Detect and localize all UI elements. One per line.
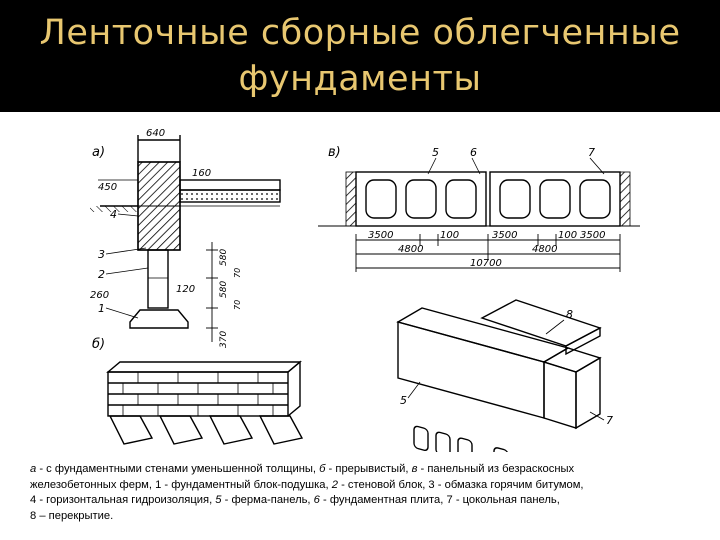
caption-text-3a: 4 - горизонтальная гидроизоляция,: [30, 494, 216, 506]
callout-4: 4: [110, 208, 117, 221]
callout-v-6: 6: [470, 146, 477, 159]
label-b: б): [92, 337, 105, 352]
callout-1: 1: [98, 302, 105, 315]
section-b: б): [92, 337, 304, 445]
title-band: Ленточные сборные облегченные фундаменты: [0, 0, 720, 112]
dim-370: 370: [219, 331, 229, 348]
callout-v-7: 7: [588, 146, 595, 159]
page-title-line-2: фундаменты: [238, 59, 482, 99]
dim-4800-1: 4800: [398, 244, 423, 255]
caption-text-2a: железобетонных ферм, 1 - фундаментный бл…: [30, 478, 332, 491]
caption-key-5: 5: [215, 494, 222, 506]
callout-3d-5: 5: [400, 394, 407, 407]
dim-100-1: 100: [440, 230, 459, 241]
caption-text-b: - прерывистый,: [325, 463, 412, 475]
dim-160: 160: [192, 168, 211, 179]
caption-key-2: 2: [331, 478, 338, 491]
callout-3d-7: 7: [606, 414, 613, 427]
caption-line-3: 4 - горизонтальная гидроизоляция, 5 - фе…: [30, 493, 700, 509]
caption-key-v: в: [411, 463, 418, 475]
caption-text-v: - панельный из безраскосных: [417, 463, 575, 475]
dim-450: 450: [98, 182, 117, 193]
caption-key-6: 6: [313, 494, 320, 506]
foundation-drawing: а) 640 160 450 4 3 2 260 1 120: [80, 122, 640, 479]
callout-3d-8: 8: [566, 308, 573, 321]
dim-70-upper: 70: [233, 268, 242, 278]
label-v: в): [328, 145, 341, 160]
dim-3500-3: 3500: [580, 230, 605, 241]
caption-text-a: - с фундаментными стенами уменьшенной то…: [36, 463, 320, 475]
dim-580-lower: 580: [219, 281, 229, 298]
dim-120: 120: [176, 284, 195, 295]
dim-260: 260: [90, 290, 109, 301]
caption-text-3b: - ферма-панель,: [221, 494, 314, 506]
dim-70-lower: 70: [233, 300, 242, 310]
page-title-line-1: Ленточные сборные облегченные: [39, 13, 681, 53]
dim-100-2: 100: [558, 230, 577, 241]
figure-caption: а - с фундаментными стенами уменьшенной …: [30, 462, 700, 524]
dim-10700: 10700: [470, 258, 502, 269]
caption-line-4: 8 – перекрытие.: [30, 509, 114, 522]
caption-text-3c: - фундаментная плита, 7 - цокольная пане…: [319, 494, 560, 506]
dim-640: 640: [146, 128, 165, 139]
callout-2: 2: [98, 268, 105, 281]
label-a: а): [92, 145, 105, 160]
panel-openings: [365, 179, 611, 219]
callout-v-5: 5: [432, 146, 439, 159]
caption-key-a: а: [30, 463, 37, 475]
cushion-pads: [108, 415, 304, 445]
caption-key-b: б: [319, 463, 326, 475]
dim-4800-2: 4800: [532, 244, 557, 255]
block-joints: [122, 372, 274, 416]
section-a: а) 640 160 450 4 3 2 260 1 120: [90, 128, 281, 348]
caption-line-1: а - с фундаментными стенами уменьшенной …: [30, 462, 700, 478]
dim-3500-1: 3500: [368, 230, 393, 241]
section-v: в) 5 6 7 3500 100 3500 10: [318, 145, 640, 272]
dim-580-upper: 580: [219, 249, 229, 266]
section-3d: 8 5 7: [396, 299, 613, 479]
caption-text-2b: - стеновой блок, 3 - обмазка горячим бит…: [337, 478, 584, 491]
dim-3500-2: 3500: [492, 230, 517, 241]
truss-openings: [413, 425, 531, 479]
callout-3: 3: [98, 248, 105, 261]
caption-line-2: железобетонных ферм, 1 - фундаментный бл…: [30, 478, 700, 494]
drawing-svg: а) 640 160 450 4 3 2 260 1 120: [90, 128, 640, 479]
